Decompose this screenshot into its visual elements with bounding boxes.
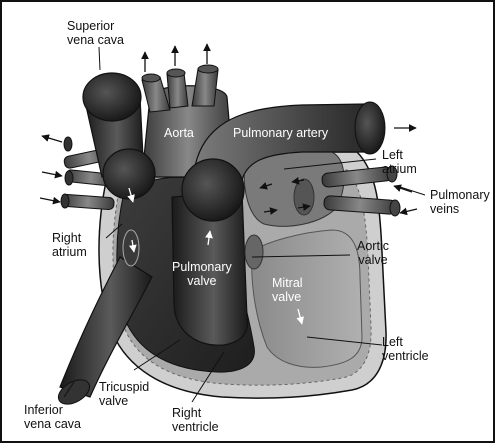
aorta-branches (142, 65, 218, 112)
aortic-valve-shape (245, 235, 263, 269)
right-atrium-label: Right atrium (52, 231, 87, 259)
mitral-valve-label: Mitral valve (272, 276, 303, 304)
inferior-vena-cava-label: Inferior vena cava (24, 403, 81, 431)
aortic-valve-label: Aortic valve (357, 239, 389, 267)
tricuspid-valve-shape (123, 230, 139, 266)
pulmonary-artery-label: Pulmonary artery (233, 126, 328, 140)
superior-vena-cava-label: Superior vena cava (67, 19, 124, 47)
pulmonary-valve-label: Pulmonary valve (172, 260, 232, 288)
left-ventricle-label: Left ventricle (382, 335, 429, 363)
right-ventricle-label: Right ventricle (172, 406, 219, 434)
mitral-valve-shape (294, 179, 314, 215)
left-ventricle-chamber (252, 230, 362, 367)
aorta-label: Aorta (164, 126, 194, 140)
tricuspid-valve-label: Tricuspid valve (99, 380, 149, 408)
pulmonary-valve-opening (182, 159, 244, 221)
right-atrium-opening (103, 149, 155, 199)
left-atrium-label: Left atrium (382, 148, 417, 176)
pulmonary-veins-label: Pulmonary veins (430, 188, 490, 216)
